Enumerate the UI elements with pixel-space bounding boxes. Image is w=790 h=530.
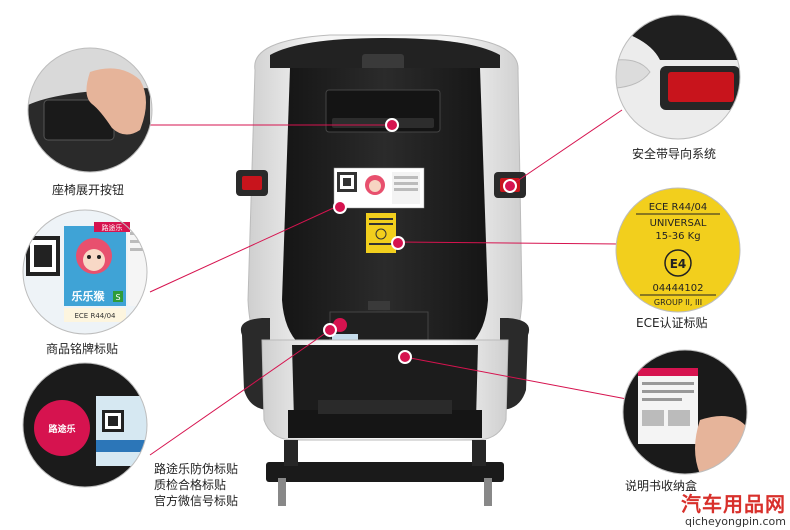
ece-line3: 15-36 Kg xyxy=(655,231,700,242)
label-anti-fake-line2: 质检合格标贴 xyxy=(154,478,227,492)
label-ece: ECE认证标贴 xyxy=(636,316,708,330)
label-belt-guide: 安全带导向系统 xyxy=(632,147,717,161)
ece-mark: E4 xyxy=(670,257,687,271)
detail-ece-label: ECE R44/04 UNIVERSAL 15-36 Kg E4 0444410… xyxy=(615,187,741,313)
ece-number: 04444102 xyxy=(653,283,704,294)
label-anti-fake-line3: 官方微信号标贴 xyxy=(154,494,239,508)
car-seat xyxy=(236,34,530,506)
watermark-title: 汽车用品网 xyxy=(681,492,786,516)
hand xyxy=(86,68,146,135)
watermark-url: qicheyongpin.com xyxy=(684,515,786,528)
label-anti-fake-line1: 路途乐防伪标贴 xyxy=(154,462,239,476)
ece-line2: UNIVERSAL xyxy=(650,218,707,229)
isofix-arm-right xyxy=(484,478,492,506)
seat-ece-sticker xyxy=(366,213,396,253)
label-anti-fake: 路途乐防伪标贴 质检合格标贴 官方微信号标贴 xyxy=(154,461,294,509)
ece-group: GROUP II, III xyxy=(654,298,702,307)
watermark: 汽车用品网 qicheyongpin.com xyxy=(681,493,786,528)
seat-nameplate-sticker xyxy=(333,167,425,209)
label-manual-box: 说明书收纳盒 xyxy=(625,479,698,493)
leader-lines xyxy=(149,109,633,456)
detail-anti-fake: 路途乐 xyxy=(22,362,148,488)
anti-fake-logo: 路途乐 xyxy=(48,423,75,435)
e-mark-icon xyxy=(664,249,692,277)
belt-guide-left xyxy=(236,170,268,196)
detail-belt-guide xyxy=(615,14,741,140)
nameplate-logo: 路途乐 xyxy=(102,223,123,232)
nameplate-tag: S xyxy=(115,293,120,302)
manual-booklet xyxy=(638,368,698,444)
label-seat-button: 座椅展开按钮 xyxy=(52,183,125,197)
label-nameplate: 商品铭牌标贴 xyxy=(46,342,119,356)
detail-nameplate: 路途乐 乐乐猴 S ECE R44/04 xyxy=(22,209,148,335)
hand xyxy=(695,416,747,474)
detail-manual-box xyxy=(622,349,748,475)
callout-markers xyxy=(323,118,517,364)
isofix-arm-left xyxy=(278,478,286,506)
detail-seat-button xyxy=(27,47,153,173)
nameplate-ece-text: ECE R44/04 xyxy=(75,312,117,320)
nameplate-brand: 乐乐猴 xyxy=(72,289,106,303)
ece-line1: ECE R44/04 xyxy=(649,202,708,213)
